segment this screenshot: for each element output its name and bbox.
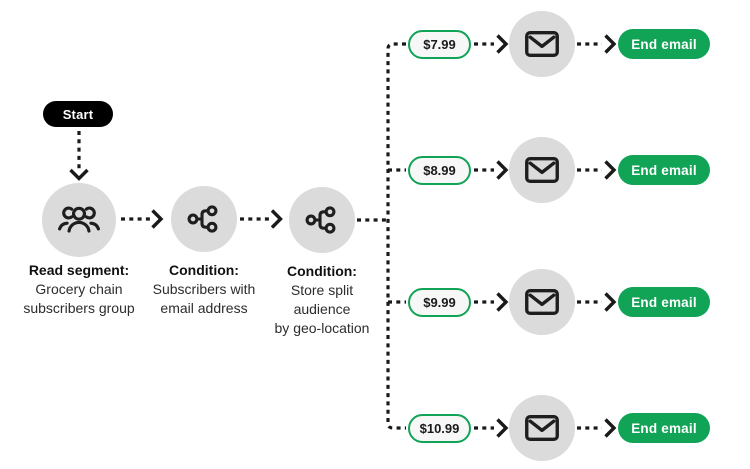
start-node[interactable]: Start bbox=[43, 101, 113, 127]
node-line: Subscribers with bbox=[152, 281, 256, 297]
price-label: $9.99 bbox=[423, 294, 456, 310]
node-line: subscribers group bbox=[23, 300, 135, 316]
envelope-icon bbox=[525, 415, 559, 441]
end-email-label: End email bbox=[631, 162, 697, 178]
price-label: $8.99 bbox=[423, 162, 456, 178]
price-pill[interactable]: $7.99 bbox=[408, 29, 471, 59]
node-line: Grocery chain bbox=[35, 281, 123, 297]
node-condition-geo[interactable] bbox=[289, 187, 355, 253]
node-read-segment[interactable] bbox=[42, 183, 116, 257]
email-node[interactable] bbox=[509, 395, 575, 461]
branch-icon bbox=[305, 206, 336, 234]
node-label-condition-geo: Condition: Store split audience by geo-l… bbox=[237, 262, 407, 338]
arrowheads bbox=[69, 34, 617, 438]
end-email-button[interactable]: End email bbox=[618, 287, 710, 317]
price-label: $10.99 bbox=[419, 420, 460, 436]
node-line: Store split bbox=[290, 282, 354, 298]
end-email-label: End email bbox=[631, 36, 697, 52]
node-title: Condition: bbox=[287, 263, 357, 279]
email-node[interactable] bbox=[509, 11, 575, 77]
price-label: $7.99 bbox=[423, 36, 456, 52]
node-condition-email[interactable] bbox=[171, 186, 237, 252]
end-email-button[interactable]: End email bbox=[618, 29, 710, 59]
users-group-icon bbox=[58, 206, 100, 233]
price-pill[interactable]: $10.99 bbox=[408, 413, 471, 443]
node-label-condition-email: Condition: Subscribers with email addres… bbox=[119, 261, 289, 318]
node-line: email address bbox=[160, 300, 248, 316]
node-line: audience bbox=[293, 301, 351, 317]
end-email-label: End email bbox=[631, 420, 697, 436]
envelope-icon bbox=[525, 157, 559, 183]
dashed-lines bbox=[77, 42, 602, 430]
node-line: by geo-location bbox=[274, 320, 370, 336]
node-title: Read segment: bbox=[28, 262, 130, 278]
node-title: Condition: bbox=[169, 262, 239, 278]
email-node[interactable] bbox=[509, 269, 575, 335]
email-node[interactable] bbox=[509, 137, 575, 203]
price-pill[interactable]: $8.99 bbox=[408, 155, 471, 185]
start-label: Start bbox=[62, 106, 94, 122]
envelope-icon bbox=[525, 31, 559, 57]
end-email-button[interactable]: End email bbox=[618, 155, 710, 185]
price-pill[interactable]: $9.99 bbox=[408, 287, 471, 317]
end-email-label: End email bbox=[631, 294, 697, 310]
end-email-button[interactable]: End email bbox=[618, 413, 710, 443]
node-label-read-segment: Read segment: Grocery chain subscribers … bbox=[0, 261, 164, 318]
branch-icon bbox=[187, 205, 218, 233]
envelope-icon bbox=[525, 289, 559, 315]
